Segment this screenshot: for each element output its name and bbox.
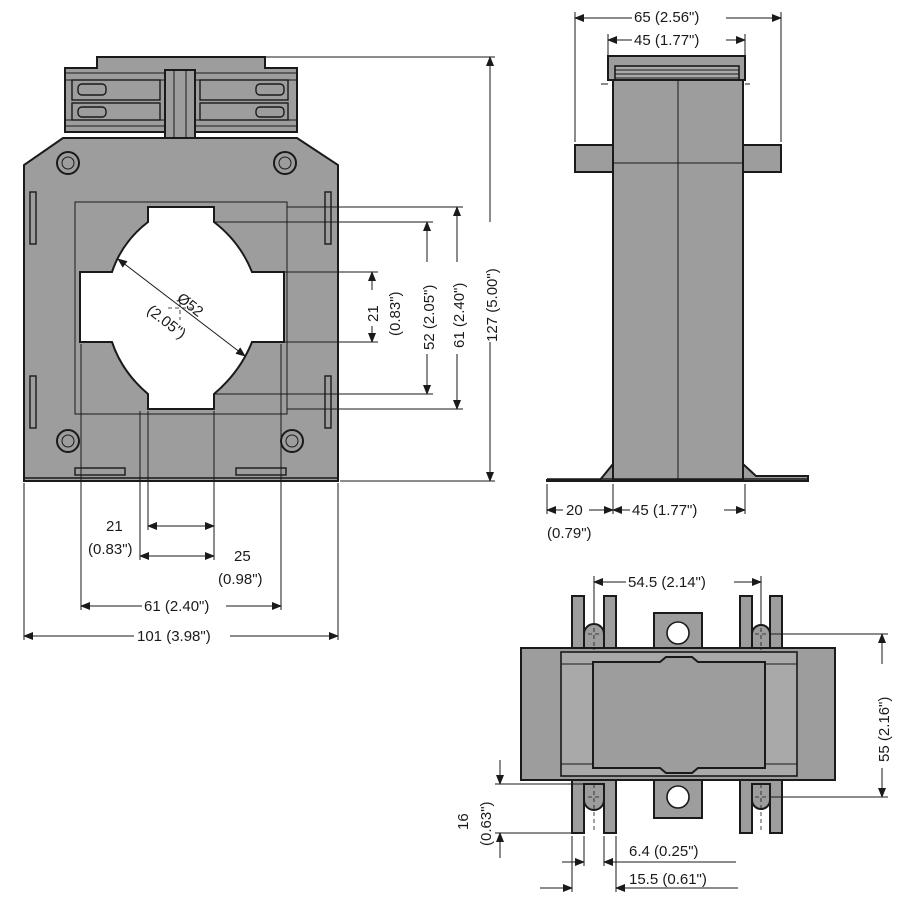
mounting-hole-icon xyxy=(56,151,304,453)
top-lug-hole-icon xyxy=(666,621,690,645)
foot-inch: (0.79") xyxy=(547,525,592,542)
window-width-dimension: 61 (2.40") xyxy=(144,598,209,615)
slot-depth-inch: (0.63") xyxy=(478,801,495,846)
height-dimension: 127 (5.00") xyxy=(484,268,501,342)
foot-dimension: 20 xyxy=(566,502,583,519)
bottom-view: 54.5 (2.14") 55 (2.16") 16 (0.63") 6.4 (… xyxy=(455,572,893,892)
busbar-height-inch: (0.83") xyxy=(387,291,404,336)
total-depth-dimension: 65 (2.56") xyxy=(634,9,699,26)
slot-vertical-dimension: 55 (2.16") xyxy=(876,697,893,762)
busbar-offset-inch: (0.98") xyxy=(218,571,263,588)
side-flange-left xyxy=(574,144,614,173)
body-depth-dimension: 45 (1.77") xyxy=(634,32,699,49)
busbar-height-dimension: 21 xyxy=(365,305,382,322)
side-feet xyxy=(546,461,809,482)
slot-depth-dimension: 16 xyxy=(455,813,472,830)
round-height-dimension: 52 (2.05") xyxy=(421,285,438,350)
base-dimension: 45 (1.77") xyxy=(632,502,697,519)
busbar-width-dimension: 21 xyxy=(106,518,123,535)
side-view: 65 (2.56") 45 (1.77") 20 (0.79") 45 (1.7… xyxy=(546,8,809,542)
window-height-dimension: 61 (2.40") xyxy=(451,283,468,348)
side-flange-right xyxy=(742,144,782,173)
slot-width-dimension: 6.4 (0.25") xyxy=(629,843,699,860)
slot-spacing-dimension: 54.5 (2.14") xyxy=(628,574,706,591)
busbar-width-inch: (0.83") xyxy=(88,541,133,558)
center-terminal xyxy=(164,69,196,139)
tab-width-dimension: 15.5 (0.61") xyxy=(629,871,707,888)
bottom-core xyxy=(592,656,766,774)
front-view: Ø52 (2.05") 101 (3.98") 61 (2.40") 21 (0… xyxy=(23,56,501,645)
width-dimension: 101 (3.98") xyxy=(137,628,211,645)
busbar-offset-dimension: 25 xyxy=(234,548,251,565)
bottom-lug-hole-icon xyxy=(666,785,690,809)
